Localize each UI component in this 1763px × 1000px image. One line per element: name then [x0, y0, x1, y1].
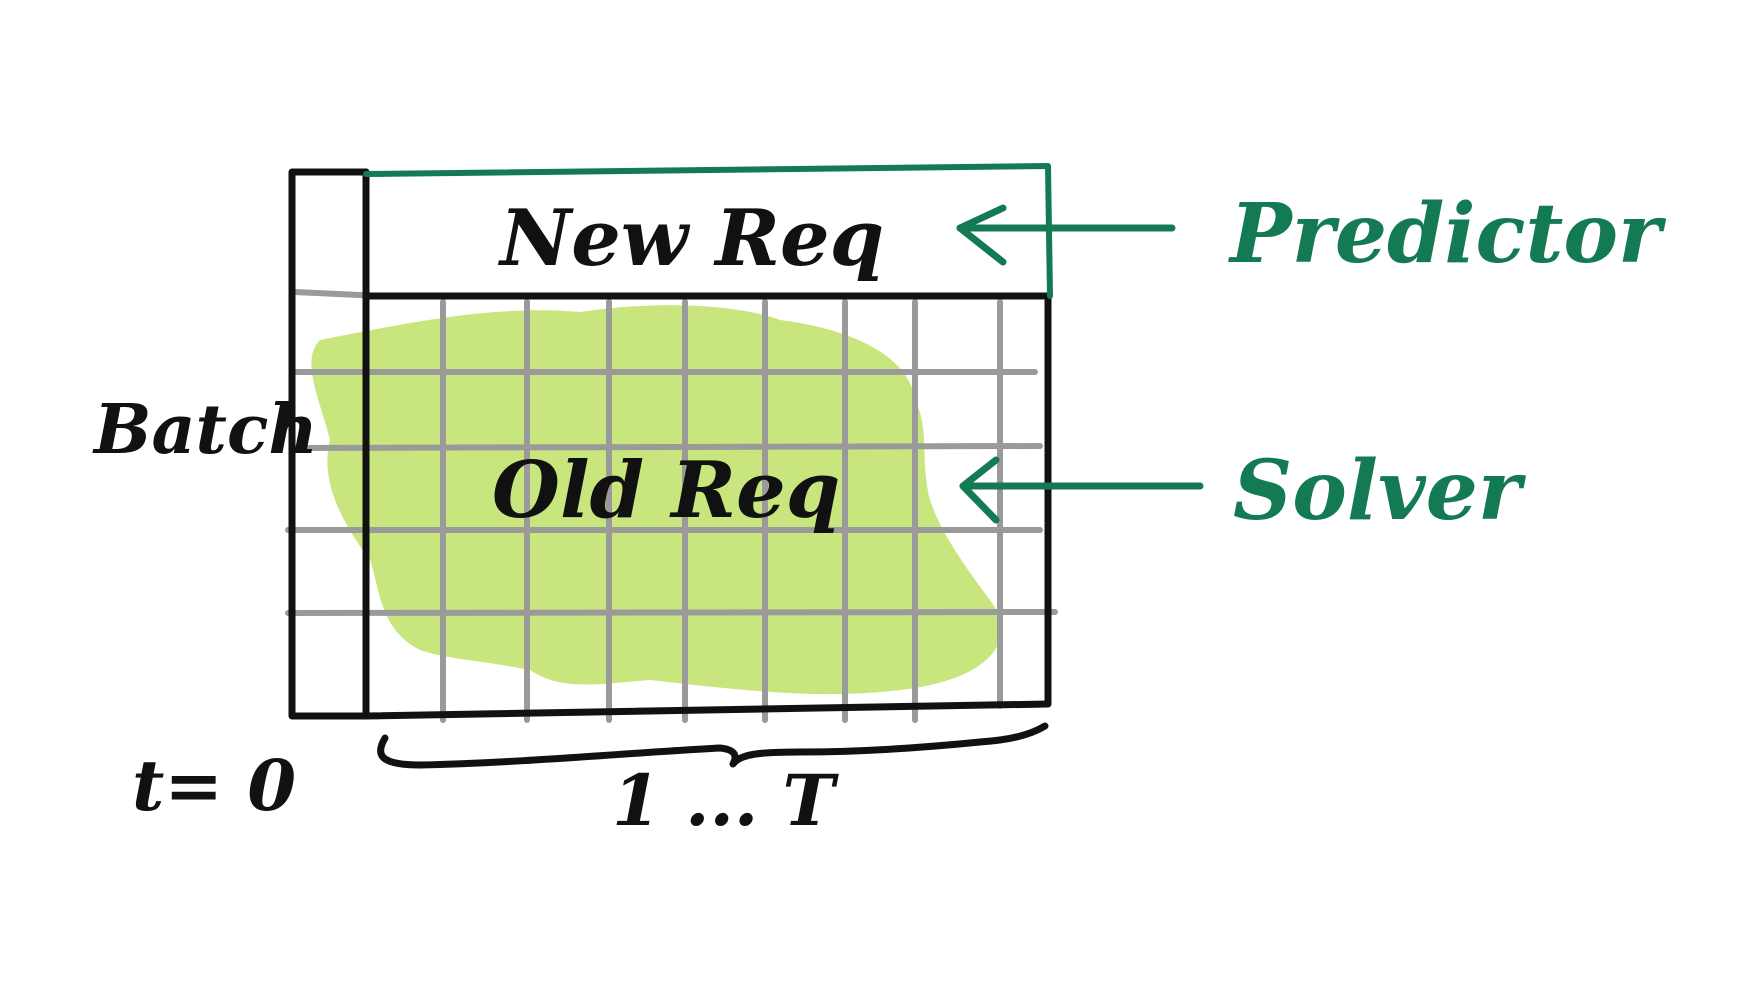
grid-lines	[285, 289, 1058, 723]
old-req-label: Old Req	[492, 445, 840, 536]
new-req-outline	[363, 163, 1053, 299]
t-zero-label: t= 0	[132, 744, 296, 827]
batch-label: Batch	[92, 390, 318, 470]
solver-arrow	[959, 456, 1204, 524]
time-range-label: 1 ... T	[612, 759, 840, 842]
solver-label: Solver	[1233, 443, 1527, 539]
new-req-label: New Req	[497, 193, 884, 284]
predictor-label: Predictor	[1228, 186, 1667, 282]
predictor-arrow	[956, 204, 1176, 266]
old-req-highlight	[311, 305, 1002, 695]
batch-table-outline	[288, 168, 1052, 769]
